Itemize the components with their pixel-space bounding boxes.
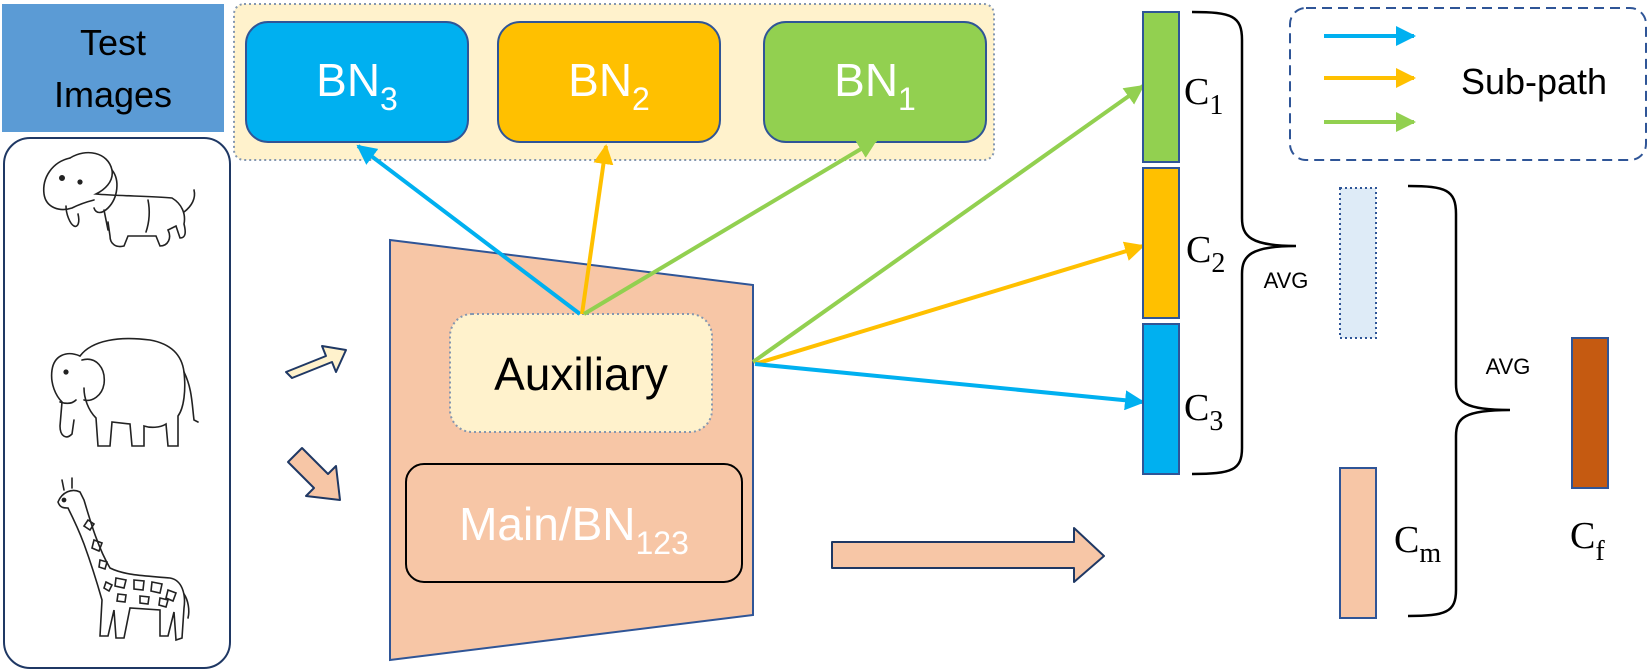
main-output-arrow	[831, 527, 1105, 583]
main-label: Main/BN123	[459, 498, 689, 561]
classifier-c1-bar	[1142, 11, 1180, 163]
bn1-label: BN1	[834, 54, 916, 117]
arrow-net-to-c2	[754, 241, 1145, 366]
auxiliary-label: Auxiliary	[494, 348, 668, 400]
bn2-block: BN2	[497, 21, 721, 143]
test-images-title-line1: Test	[80, 22, 146, 63]
bn2-box	[497, 21, 721, 143]
bn2-label: BN2	[568, 54, 650, 117]
test-images-header-box	[2, 4, 224, 132]
bn3-box	[245, 21, 469, 143]
main-box	[405, 463, 743, 583]
bn3-block: BN3	[245, 21, 469, 143]
giraffe-sketch	[57, 477, 190, 642]
classifier-c3-bar	[1142, 323, 1180, 475]
main-classifier-bar	[1339, 467, 1377, 619]
auxiliary-box	[449, 313, 713, 433]
second-brace	[1407, 184, 1511, 618]
arrow-aux-to-bn3	[356, 144, 582, 316]
bn1-block: BN1	[763, 21, 987, 143]
avg-label-first: AVG	[1264, 268, 1309, 293]
legend-label: Sub-path	[1461, 61, 1607, 102]
averaged-classifier-bar	[1339, 187, 1377, 339]
test-images-panel	[3, 137, 231, 669]
classifier-c2-bar	[1142, 167, 1180, 319]
test-images-header: Test Images	[2, 4, 224, 132]
classifier-c2-label: C2	[1186, 229, 1225, 279]
test-images-title-line2: Images	[54, 74, 172, 115]
bn3-label: BN3	[316, 54, 398, 117]
avg-label-second: AVG	[1486, 354, 1531, 379]
arrow-aux-to-bn2	[580, 144, 614, 315]
classifier-c1-label: C1	[1184, 71, 1223, 121]
input-arrow-lower	[287, 447, 341, 501]
first-brace	[1191, 10, 1297, 476]
arrow-net-to-c3	[754, 362, 1145, 411]
elephant-sketch	[50, 337, 199, 447]
input-arrow-upper	[285, 345, 347, 379]
classifier-c3-label: C3	[1184, 387, 1223, 437]
final-classifier-label: Cf	[1570, 515, 1605, 567]
network-trapezoid	[389, 238, 754, 662]
main-classifier-label: Cm	[1394, 519, 1441, 569]
arrow-aux-to-bn1	[582, 138, 878, 316]
final-classifier-bar	[1571, 337, 1609, 489]
arrow-net-to-c1	[751, 84, 1145, 364]
dog-sketch	[43, 151, 196, 248]
